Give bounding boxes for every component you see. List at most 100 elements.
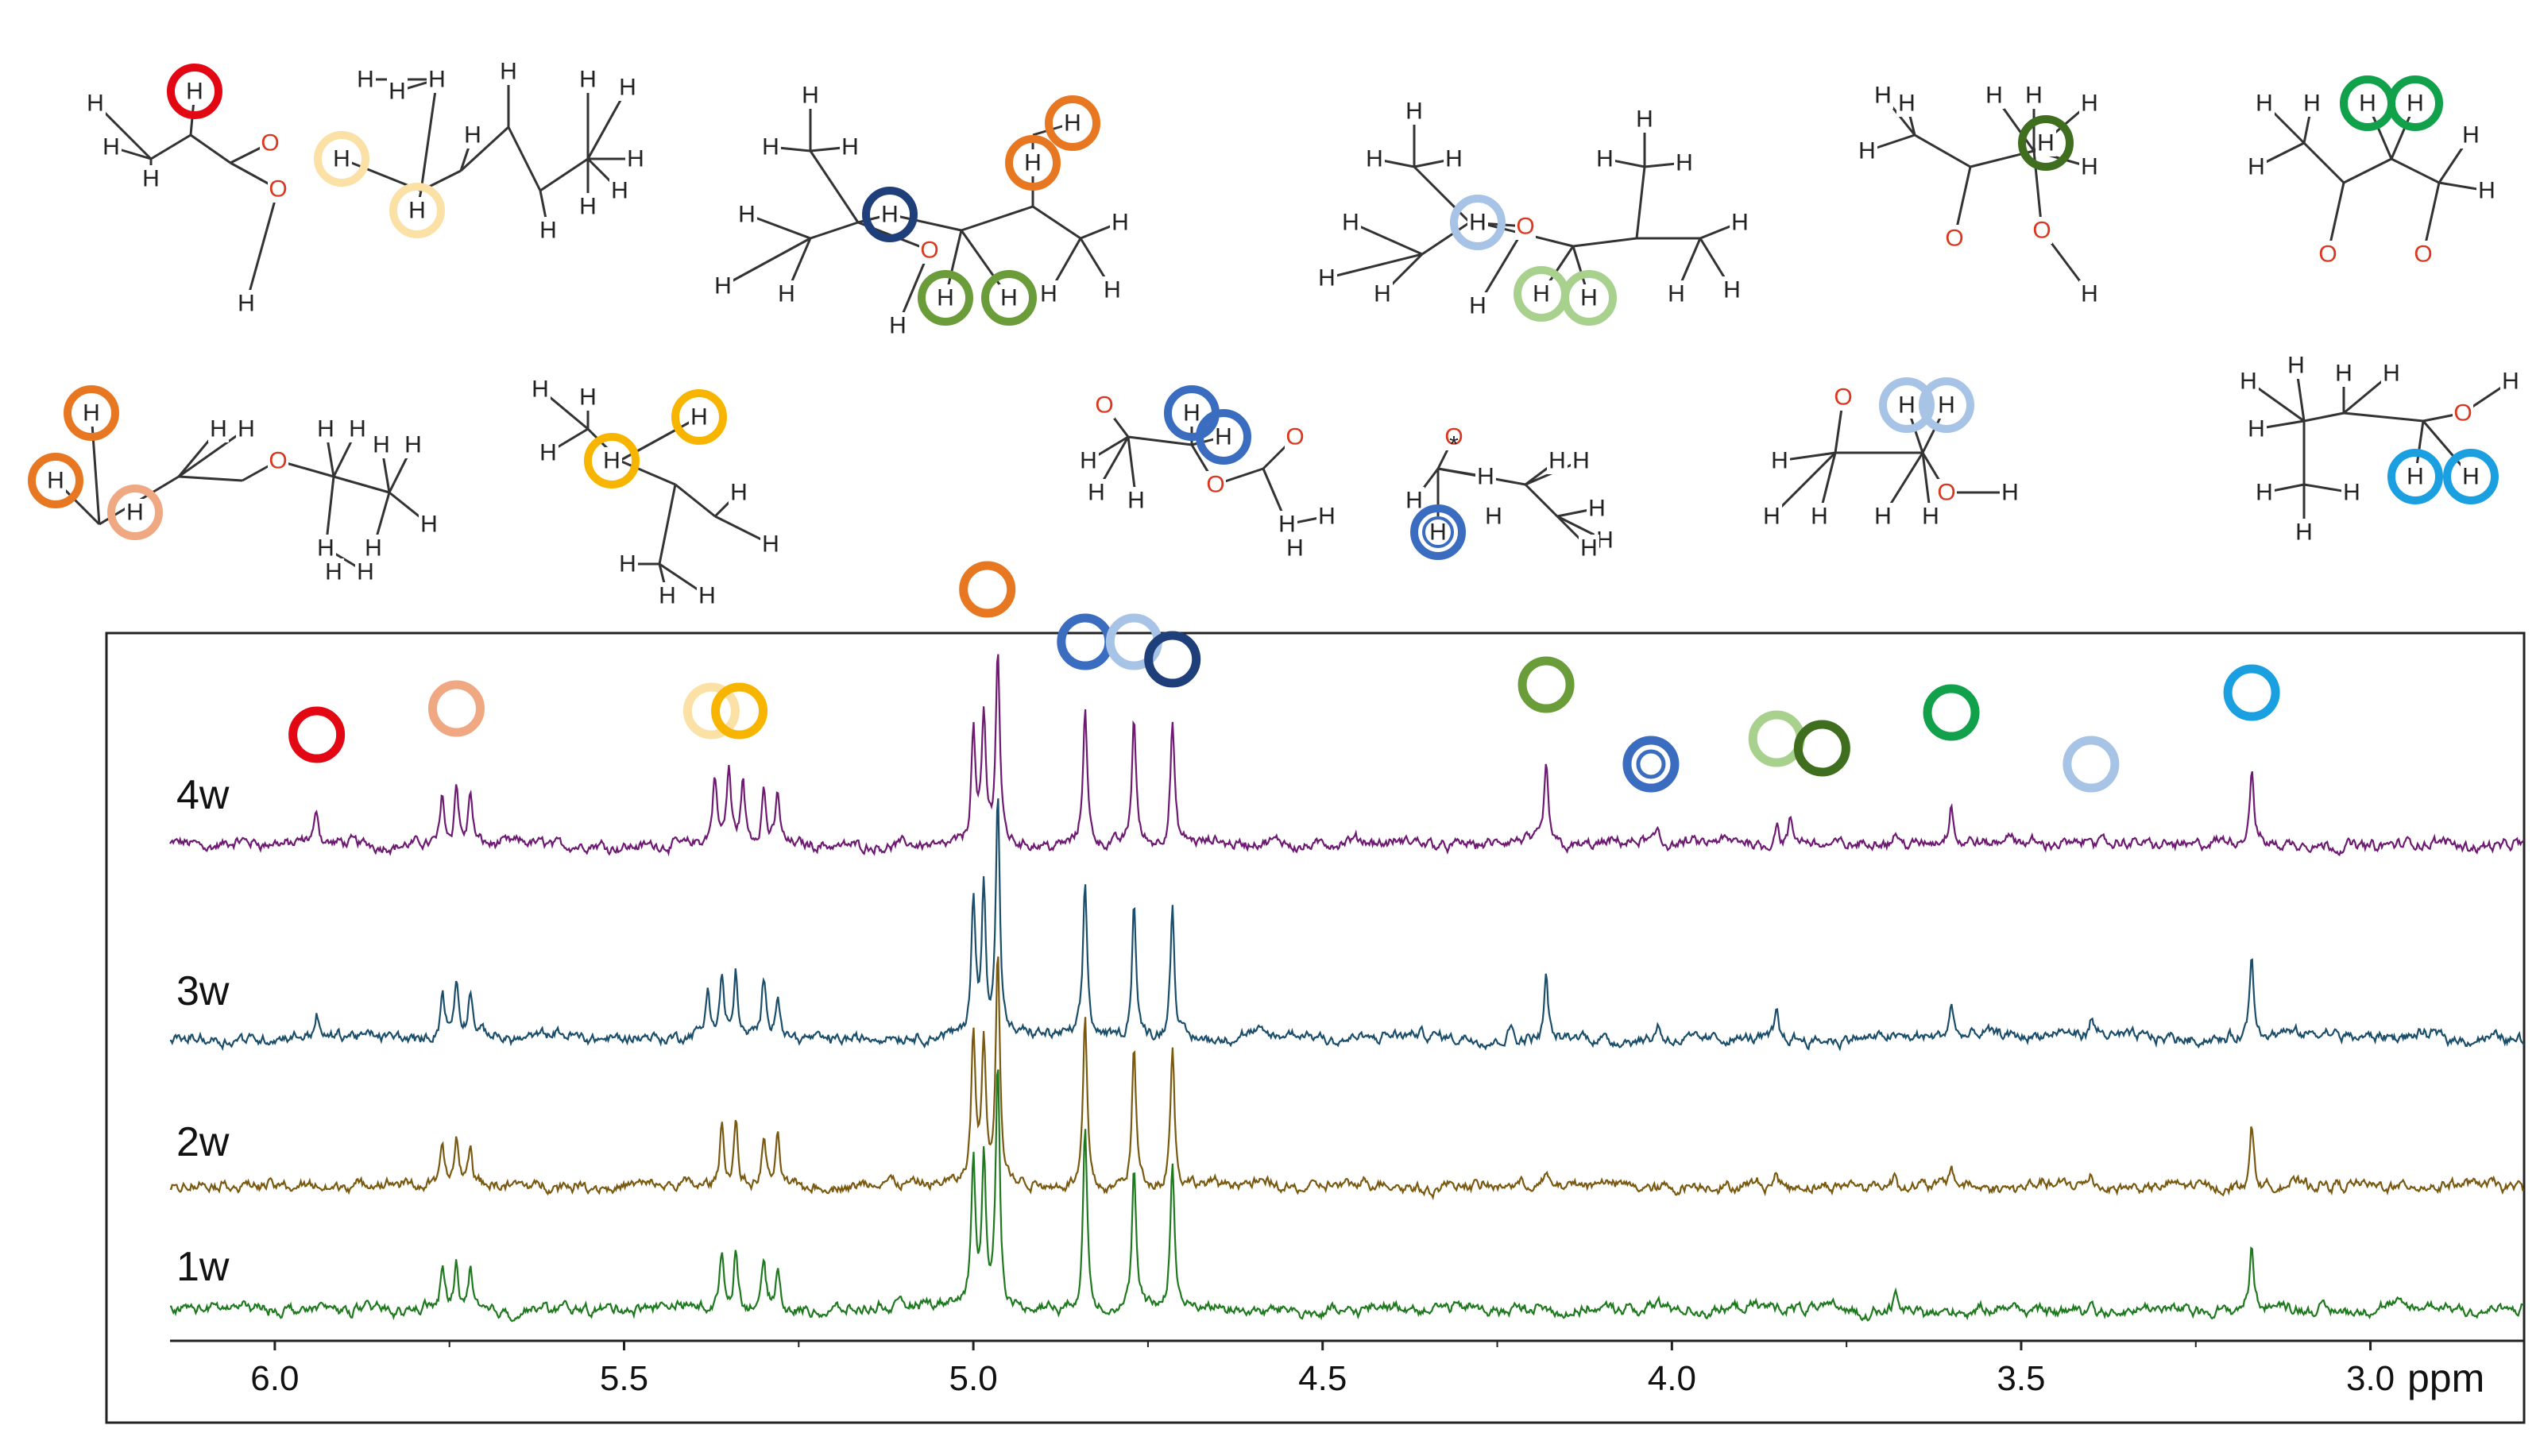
chemical-bond [2343,411,2424,423]
peak-marker-circle [2223,664,2280,721]
chemical-bond [2343,157,2392,184]
atom-label-backdrop [760,531,781,558]
hydrogen-atom-label: H [408,198,426,224]
atom-label-backdrop [1666,280,1687,307]
atom-label-backdrop [1444,423,1464,450]
atom-label-backdrop [1102,276,1123,303]
hydrogen-atom-label: H [102,134,120,160]
atom-label-backdrop [1571,447,1591,474]
hydrogen-atom-label: H [1104,277,1121,303]
peak-marker-circle [711,682,768,740]
atom-label-backdrop [689,404,709,431]
atom-label-backdrop [1316,265,1337,292]
atom-label-backdrop [736,201,757,228]
x-axis-unit-label: ppm [2407,1356,2484,1400]
proton-highlight-circle [1879,377,1935,433]
spectrum-trace-1w [169,1069,2524,1323]
peak-marker-circle [1144,631,1201,688]
hydrogen-atom-label: H [2407,91,2424,117]
hydrogen-atom-label: H [2462,122,2480,149]
x-tick-label: 3.5 [1997,1359,2045,1398]
proton-highlight-circle [167,64,222,119]
hydrogen-atom-label: H [539,218,557,244]
atom-label-backdrop [2024,82,2044,109]
plot-frame [105,631,2526,1424]
hydrogen-atom-label: H [2081,281,2098,307]
atom-label-backdrop [1181,400,1202,427]
hydrogen-atom-label: H [1485,504,1502,530]
atom-label-backdrop [530,376,551,403]
chemical-bond [1032,205,1081,240]
atom-label-backdrop [2381,360,2402,387]
atom-label-backdrop [1920,503,1941,530]
atom-label-backdrop [1285,535,1305,562]
atom-label-backdrop [260,129,280,156]
oxygen-atom-label: O [1516,214,1534,240]
oxygen-atom-label: O [920,238,938,264]
hydrogen-atom-label: H [1127,488,1145,514]
atom-label-backdrop [315,415,336,442]
hydrogen-atom-label: H [738,202,756,228]
proton-highlight-circle [584,433,640,489]
chemical-bond [1635,166,1646,239]
chemical-bond [1914,133,1971,168]
hydrogen-atom-label: H [87,91,104,117]
hydrogen-atom-label: H [1580,285,1598,311]
atom-label-backdrop [1483,503,1504,530]
hydrogen-atom-label: H [2287,353,2305,379]
chemical-bond [1350,221,1423,256]
hydrogen-atom-label: H [317,535,334,562]
atom-label-backdrop [1340,209,1361,236]
hydrogen-atom-label: H [889,313,907,339]
atom-label-backdrop [355,558,376,585]
atom-label-backdrop [999,284,1019,311]
proton-highlight-circle [1561,270,1617,326]
atom-label-backdrop [2254,479,2275,506]
oxygen-atom-label: O [2032,218,2051,244]
atom-label-backdrop [427,66,447,93]
hydrogen-atom-label: H [2478,178,2496,204]
hydrogen-atom-label: H [1429,519,1447,546]
atom-label-backdrop [935,284,956,311]
atom-label-backdrop [184,78,205,105]
x-tick-label: 4.5 [1298,1359,1347,1398]
atom-label-backdrop [1444,145,1464,172]
hydrogen-atom-label: H [2001,480,2019,506]
atom-label-backdrop [1023,149,1043,176]
hydrogen-atom-label: H [937,285,954,311]
hydrogen-atom-label: H [1469,210,1486,236]
hydrogen-atom-label: H [1898,392,1916,419]
hydrogen-atom-label: H [2343,480,2360,506]
hydrogen-atom-label: H [389,79,406,105]
atom-label-backdrop [578,66,598,93]
chemical-bond [746,213,811,240]
proton-highlight-circle [2443,449,2499,504]
hydrogen-atom-label: H [1596,527,1614,554]
oxygen-atom-label: O [1937,480,1955,506]
chemical-bond [1421,221,1471,256]
atom-label-backdrop [1730,209,1750,236]
oxygen-atom-label: O [1206,472,1224,498]
hydrogen-atom-label: H [1548,448,1566,474]
hydrogen-atom-label: H [1668,281,1685,307]
proton-highlight-circle [28,453,83,508]
hydrogen-atom-label: H [881,202,899,228]
hydrogen-atom-label: H [365,535,382,562]
atom-label-backdrop [919,237,940,264]
hydrogen-atom-label: H [1111,210,1129,236]
peak-marker-circle [1748,710,1805,767]
atom-label-backdrop [1936,392,1957,419]
hydrogen-atom-label: H [464,122,481,149]
chemical-bond [619,459,676,486]
spectrum-trace-3w [170,798,2525,1052]
hydrogen-atom-label: H [2240,369,2257,395]
atom-label-backdrop [403,431,423,458]
peak-marker-circle [1517,656,1575,713]
hydrogen-atom-label: H [2256,91,2273,117]
atom-label-backdrop [1372,280,1393,307]
hydrogen-atom-label: H [841,134,859,160]
hydrogen-atom-label: H [2407,464,2424,490]
